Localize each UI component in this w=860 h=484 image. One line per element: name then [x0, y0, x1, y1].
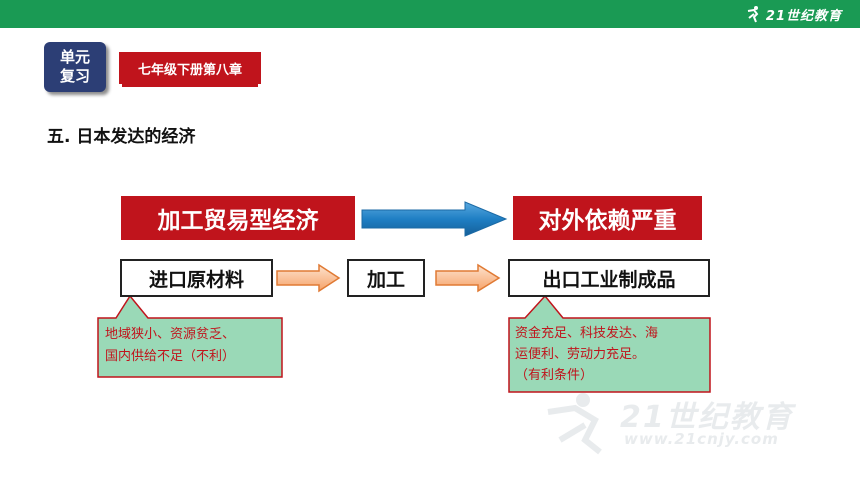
- brand-logo: 21世纪教育: [744, 4, 842, 24]
- callout-right-line1: 资金充足、科技发达、海: [515, 326, 659, 341]
- callout-right-shape: [508, 294, 711, 393]
- unit-review-badge: 单元 复习: [44, 42, 106, 92]
- orange-arrow-1: [276, 263, 341, 293]
- import-raw-materials-box: 进口原材料: [120, 259, 273, 297]
- callout-right-line2: 运便利、劳动力充足。: [515, 347, 646, 362]
- badge-line2: 复习: [59, 67, 90, 85]
- callout-right-line3: （有利条件）: [515, 368, 594, 383]
- logo-text: 21世纪教育: [765, 8, 842, 24]
- export-products-box: 出口工业制成品: [508, 259, 710, 297]
- watermark-url: www.21cnjy.com: [624, 430, 779, 448]
- blue-arrow: [361, 201, 508, 237]
- orange-arrow-2: [435, 263, 501, 293]
- callout-left-line2: 国内供给不足（不利）: [105, 349, 236, 364]
- callout-right-text: 资金充足、科技发达、海 运便利、劳动力充足。 （有利条件）: [515, 323, 658, 386]
- external-dependence-box: 对外依赖严重: [513, 196, 702, 240]
- watermark: [547, 393, 602, 455]
- processing-trade-economy-box: 加工贸易型经济: [121, 196, 355, 240]
- badge-line1: 单元: [59, 48, 90, 66]
- callout-left-text: 地域狭小、资源贫乏、 国内供给不足（不利）: [105, 324, 235, 368]
- chapter-label: 七年级下册第八章: [119, 52, 261, 84]
- watermark-text: 21世纪教育: [620, 400, 794, 435]
- section-title: 五. 日本发达的经济: [47, 127, 196, 147]
- runner-icon: [744, 5, 762, 23]
- processing-box: 加工: [347, 259, 425, 297]
- callout-left-line1: 地域狭小、资源贫乏、: [105, 327, 236, 342]
- top-header-bar: [0, 0, 860, 28]
- callout-left-shape: [97, 294, 283, 378]
